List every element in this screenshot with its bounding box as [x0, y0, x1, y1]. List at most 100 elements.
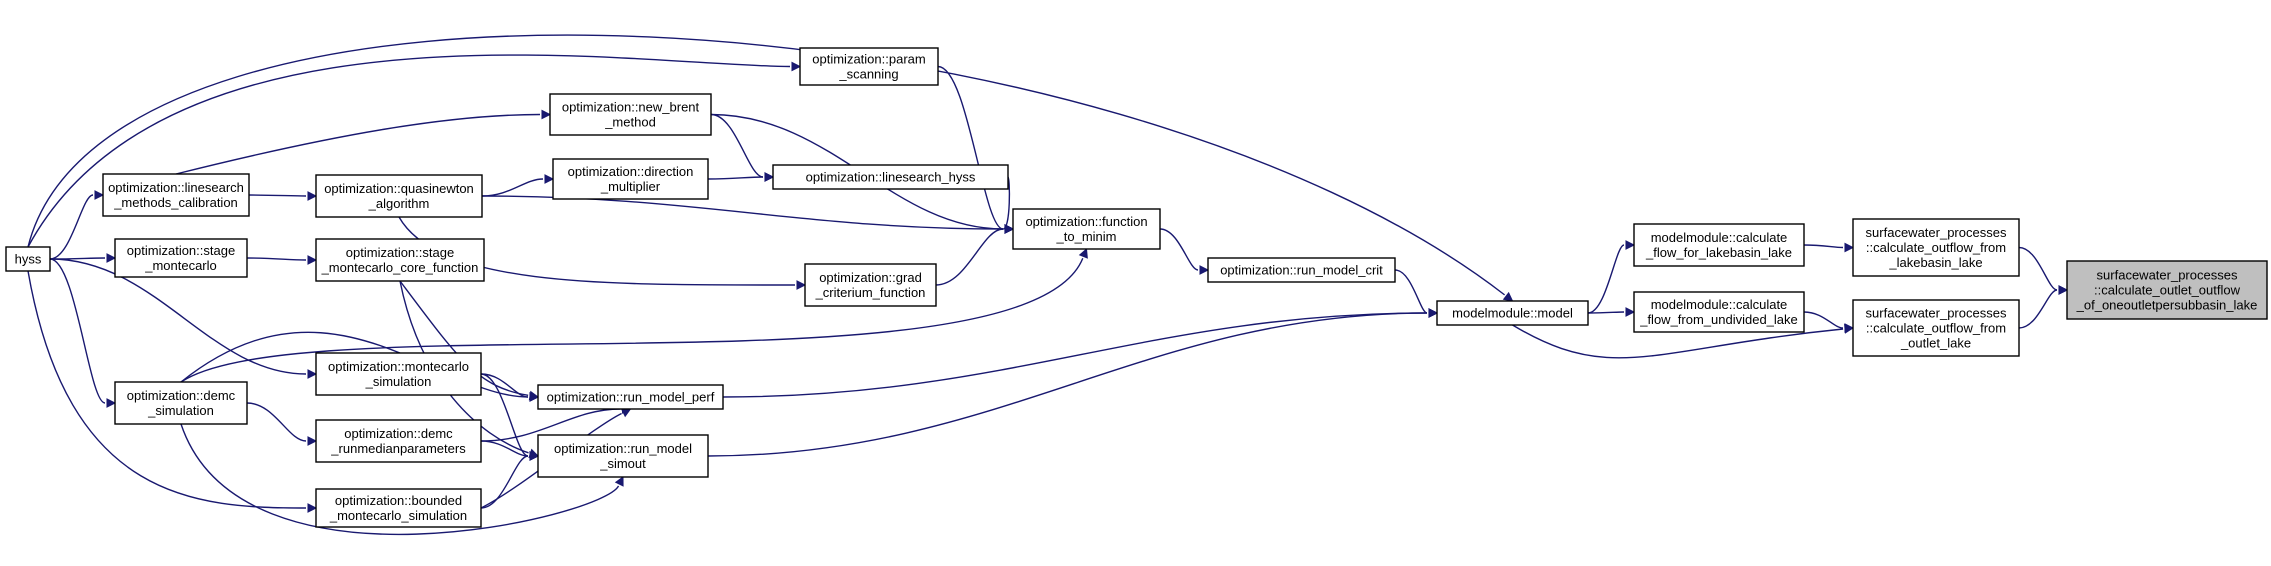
node-montecarlo-simulation[interactable]: optimization::montecarlo_simulation	[315, 352, 482, 396]
node-label-line: _outlet_lake	[1900, 336, 1971, 351]
node-label-line: optimization::bounded	[335, 493, 462, 508]
call-edge-run-model-simout-to-model	[707, 308, 1439, 457]
node-demc-runmedianparameters[interactable]: optimization::demc_runmedianparameters	[315, 419, 482, 463]
node-calculate-outflow-from-lakebasin-lake[interactable]: surfacewater_processes::calculate_outflo…	[1852, 218, 2020, 277]
call-edge-demc-simulation-to-function-to-minim	[180, 247, 1088, 383]
node-box	[102, 173, 250, 217]
node-label-line: modelmodule::model	[1452, 306, 1573, 321]
node-label-line: optimization::new_brent	[562, 100, 700, 115]
arrowhead-icon	[307, 503, 318, 513]
node-box	[549, 93, 712, 136]
node-label-line: _flow_from_undivided_lake	[1639, 312, 1798, 327]
node-label-line: optimization::function	[1025, 214, 1147, 229]
arrowhead-icon	[2058, 285, 2069, 295]
node-model[interactable]: modelmodule::model	[1436, 300, 1589, 326]
node-label-line: _simulation	[147, 403, 214, 418]
call-edge-quasinewton-algorithm-to-function-to-minim	[481, 195, 1015, 234]
node-box	[315, 238, 485, 282]
node-box	[315, 352, 482, 396]
node-box	[315, 174, 483, 218]
node-run-model-perf[interactable]: optimization::run_model_perf	[537, 384, 724, 410]
call-edge-model-to-calculate-flow-for-lakebasin-lake	[1587, 240, 1636, 314]
node-label-line: optimization::demc	[127, 388, 236, 403]
node-linesearch-methods-calibration[interactable]: optimization::linesearch_methods_calibra…	[102, 173, 250, 217]
node-label-line: optimization::stage	[346, 245, 454, 260]
node-direction-multiplier[interactable]: optimization::direction_multiplier	[552, 158, 709, 200]
call-edge-hyss-to-bounded-montecarlo-simulation	[27, 270, 318, 513]
arrowhead-icon	[1199, 265, 1210, 275]
node-run-model-simout[interactable]: optimization::run_model_simout	[537, 434, 709, 478]
call-edge-new-brent-method-to-linesearch-hyss	[710, 113, 775, 182]
node-label-line: optimization::montecarlo	[328, 359, 469, 374]
node-box	[537, 434, 709, 478]
node-calculate-flow-from-undivided-lake[interactable]: modelmodule::calculate_flow_from_undivid…	[1633, 291, 1805, 333]
node-bounded-montecarlo-simulation[interactable]: optimization::bounded_montecarlo_simulat…	[315, 488, 482, 528]
edge-line	[935, 228, 1004, 286]
edge-line	[246, 402, 307, 442]
node-box	[2066, 260, 2268, 320]
edge-line	[27, 34, 1506, 296]
edge-line	[1587, 311, 1625, 314]
node-label-line: surfacewater_processes	[1866, 225, 2007, 240]
node-label-line: _runmedianparameters	[330, 441, 466, 456]
edge-line	[937, 65, 1004, 230]
node-linesearch-hyss[interactable]: optimization::linesearch_hyss	[772, 164, 1009, 190]
node-calculate-outflow-from-outlet-lake[interactable]: surfacewater_processes::calculate_outflo…	[1852, 299, 2020, 357]
node-quasinewton-algorithm[interactable]: optimization::quasinewton_algorithm	[315, 174, 483, 218]
edge-line	[2018, 246, 2058, 291]
call-edge-linesearch-methods-calibration-to-quasinewton-algorithm	[248, 191, 318, 201]
arrowhead-icon	[541, 109, 552, 120]
edge-line	[1803, 311, 1844, 329]
edge-line	[1803, 244, 1844, 249]
arrowhead-icon	[106, 398, 117, 408]
call-edge-bounded-montecarlo-simulation-to-run-model-simout	[480, 451, 540, 509]
edge-line	[1159, 228, 1199, 271]
arrowhead-icon	[1625, 240, 1636, 250]
node-label-line: surfacewater_processes	[1866, 306, 2007, 321]
arrowhead-icon	[796, 280, 807, 290]
edge-line	[1512, 324, 1844, 359]
node-calculate-flow-for-lakebasin-lake[interactable]: modelmodule::calculate_flow_for_lakebasi…	[1633, 223, 1805, 267]
node-grad-criterium-function[interactable]: optimization::grad_criterium_function	[804, 263, 937, 307]
node-box	[537, 384, 724, 410]
arrowhead-icon	[307, 191, 318, 201]
call-edge-hyss-to-param-scanning	[27, 54, 802, 248]
arrowhead-icon	[529, 392, 540, 402]
call-edge-model-to-calculate-flow-from-undivided-lake	[1587, 307, 1636, 317]
arrowhead-icon	[1004, 224, 1015, 234]
node-box	[552, 158, 709, 200]
edge-line	[481, 195, 1004, 230]
arrowhead-icon	[94, 190, 105, 200]
node-demc-simulation[interactable]: optimization::demc_simulation	[114, 381, 248, 425]
arrowhead-icon	[620, 408, 632, 418]
node-stage-montecarlo-core-function[interactable]: optimization::stage_montecarlo_core_func…	[315, 238, 485, 282]
node-label-line: _montecarlo_core_function	[321, 260, 479, 275]
node-function-to-minim[interactable]: optimization::function_to_minim	[1012, 208, 1161, 250]
node-stage-montecarlo[interactable]: optimization::stage_montecarlo	[114, 238, 248, 278]
node-box	[315, 419, 482, 463]
arrowhead-icon	[106, 253, 117, 263]
node-label-line: ::calculate_outflow_from	[1866, 321, 2006, 336]
node-label-line: optimization::run_model_perf	[547, 390, 715, 405]
edge-line	[722, 312, 1428, 398]
node-box	[1012, 208, 1161, 250]
call-edge-calculate-outflow-from-outlet-lake-to-calculate-outlet-outflow-of-oneoutletpersubbasin-lake	[2018, 285, 2069, 329]
call-edge-stage-montecarlo-to-stage-montecarlo-core-function	[246, 255, 318, 265]
node-box	[1852, 299, 2020, 357]
node-label-line: _scanning	[838, 67, 898, 82]
arrowhead-icon	[1844, 242, 1855, 253]
node-label-line: _criterium_function	[815, 285, 926, 300]
edge-line	[707, 176, 764, 180]
node-label-line: optimization::run_model	[554, 441, 692, 456]
node-new-brent-method[interactable]: optimization::new_brent_method	[549, 93, 712, 136]
node-hyss[interactable]: hyss	[5, 246, 51, 272]
call-edge-calculate-flow-for-lakebasin-lake-to-calculate-outflow-from-lakebasin-lake	[1803, 242, 1855, 253]
edge-line	[480, 408, 621, 442]
node-param-scanning[interactable]: optimization::param_scanning	[799, 47, 939, 86]
node-label-line: optimization::run_model_crit	[1220, 263, 1383, 278]
node-calculate-outlet-outflow-of-oneoutletpersubbasin-lake[interactable]: surfacewater_processes::calculate_outlet…	[2066, 260, 2268, 320]
node-label-line: _montecarlo_simulation	[329, 508, 467, 523]
node-run-model-crit[interactable]: optimization::run_model_crit	[1207, 257, 1396, 283]
edge-line	[480, 455, 529, 509]
